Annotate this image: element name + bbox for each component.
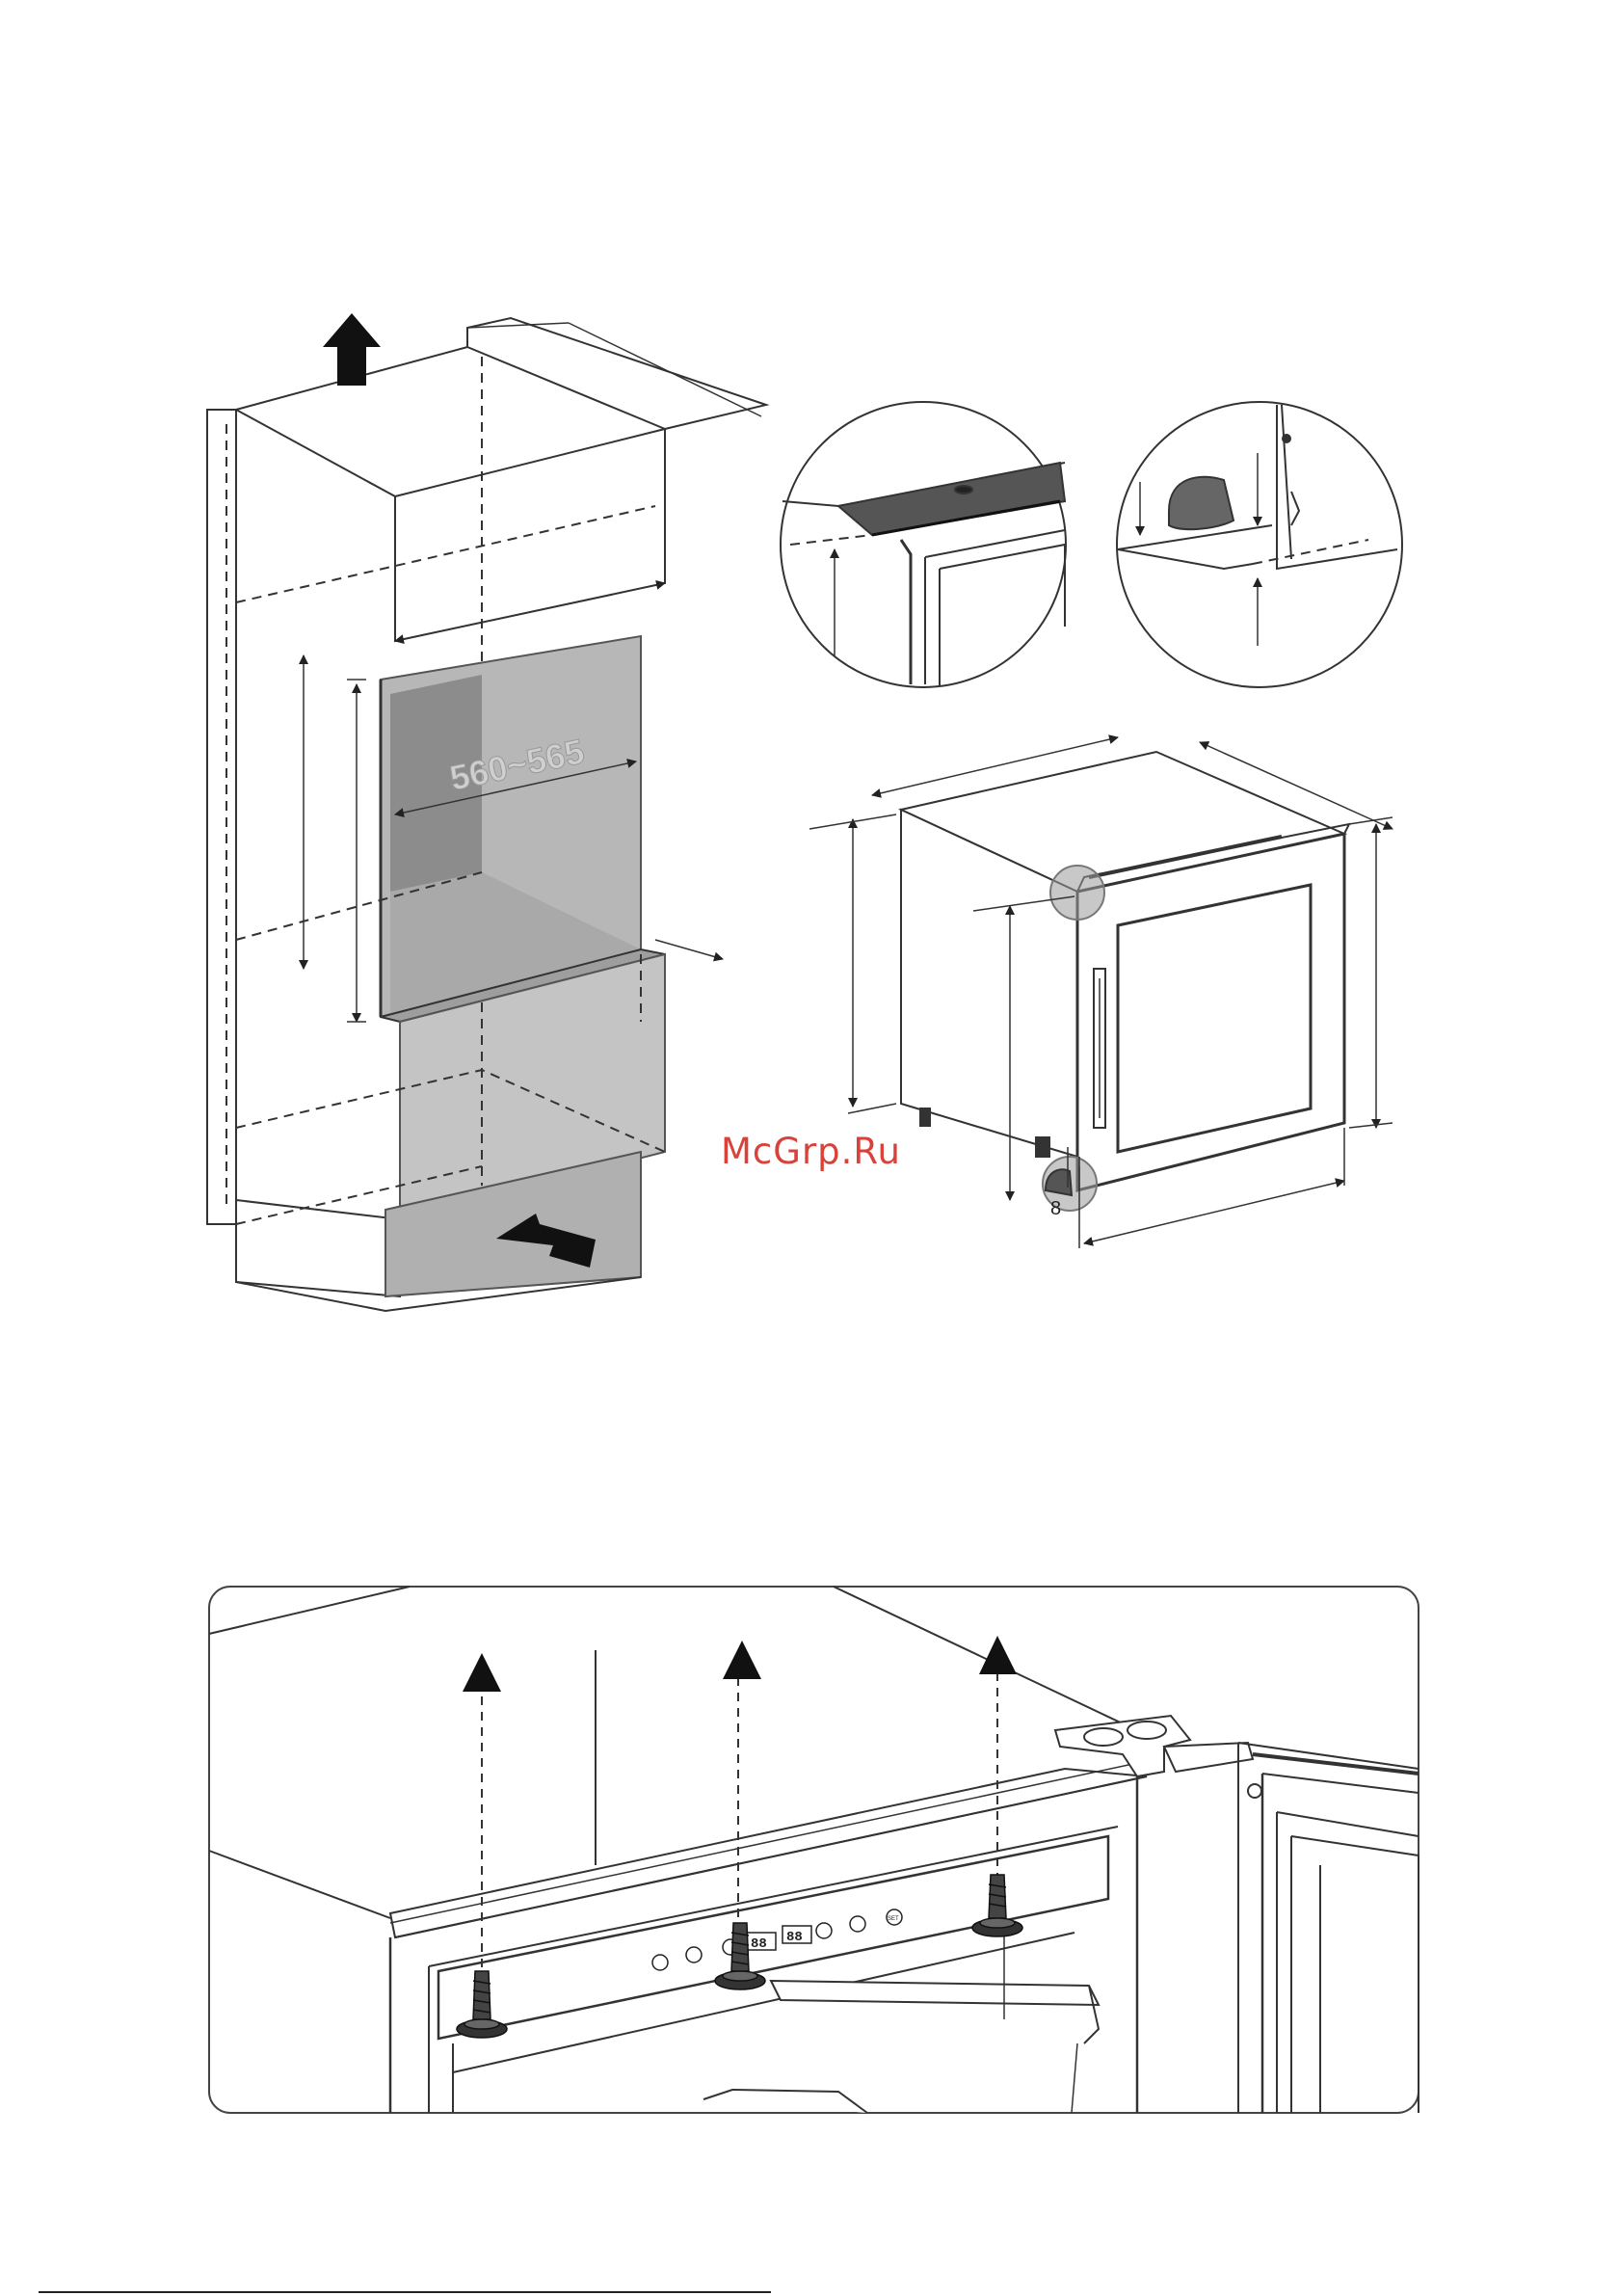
set-button-label: SET [888,1916,899,1922]
cabinet-diagram [207,313,766,1311]
watermark-text: McGrp.Ru [721,1131,901,1172]
detail-circle-bottom [1117,402,1402,687]
fixing-diagram [209,1587,1419,2113]
gap-label: 8 [1050,1198,1061,1219]
detail-circle-top [781,402,1066,687]
display-digits-right: 88 [786,1930,803,1945]
display-digits-left: 88 [751,1936,767,1952]
